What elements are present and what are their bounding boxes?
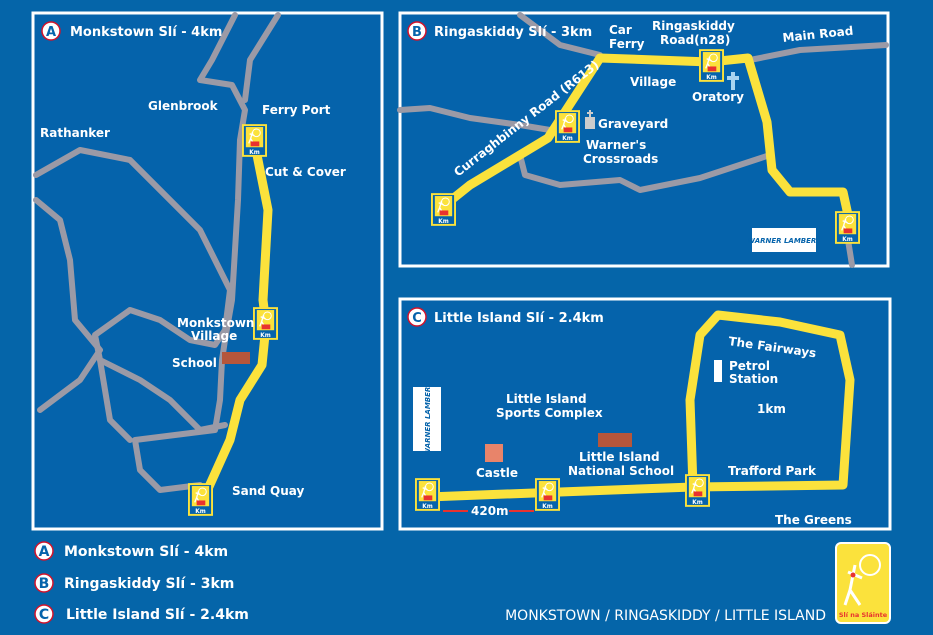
label-ringaskiddy-road: Road(n28) bbox=[660, 33, 730, 47]
label-420m: 420m bbox=[471, 504, 509, 518]
km-marker bbox=[835, 211, 860, 244]
route-a bbox=[198, 149, 273, 502]
legend-item: Ringaskiddy Slí - 3km bbox=[64, 576, 234, 592]
legend-item: Little Island Slí - 2.4km bbox=[66, 607, 249, 623]
castle-icon bbox=[485, 444, 503, 462]
panel-title: Ringaskiddy Slí - 3km bbox=[434, 25, 592, 40]
label-rathanker: Rathanker bbox=[40, 126, 110, 140]
legend-badge bbox=[34, 541, 54, 561]
panel-title: Little Island Slí - 2.4km bbox=[434, 311, 604, 326]
label-warners-crossroads: Warner's bbox=[586, 138, 646, 152]
label-sports-complex: Sports Complex bbox=[496, 406, 603, 420]
legend-badge bbox=[34, 604, 54, 624]
km-marker bbox=[253, 307, 278, 340]
label-monkstown-village: Village bbox=[191, 329, 237, 343]
sponsor-text: WARNER LAMBERT bbox=[747, 237, 822, 245]
km-marker bbox=[555, 110, 580, 143]
legend-letter: A bbox=[39, 544, 50, 560]
road bbox=[845, 237, 855, 268]
label-warners-crossroads: Crossroads bbox=[583, 152, 658, 166]
label-national-school: National School bbox=[568, 464, 674, 478]
label-oratory: Oratory bbox=[692, 90, 744, 104]
label-ringaskiddy-road: Ringaskiddy bbox=[652, 19, 735, 33]
label-glenbrook: Glenbrook bbox=[148, 99, 219, 113]
label-1km: 1km bbox=[757, 402, 786, 416]
label-sports-complex: Little Island bbox=[506, 392, 587, 406]
km-marker bbox=[188, 483, 213, 516]
road bbox=[747, 42, 889, 63]
panel-little-island: WARNER LAMBERT C Little Island Slí - 2.4… bbox=[398, 297, 892, 531]
label-castle: Castle bbox=[476, 466, 518, 480]
legend-badge bbox=[34, 573, 54, 593]
road bbox=[517, 12, 603, 58]
school-icon bbox=[222, 352, 250, 364]
school-icon bbox=[598, 433, 632, 447]
label-car-ferry: Car bbox=[609, 23, 632, 37]
label-cut-cover: Cut & Cover bbox=[265, 165, 346, 179]
logo-text: Slí na Sláinte bbox=[839, 611, 888, 619]
road bbox=[97, 357, 133, 443]
label-the-greens: The Greens bbox=[775, 513, 852, 527]
km-marker bbox=[535, 478, 560, 511]
badge-letter: A bbox=[46, 25, 56, 40]
km-marker bbox=[415, 478, 440, 511]
route-b bbox=[442, 53, 853, 216]
warner-lambert-logo bbox=[752, 228, 816, 252]
route-c bbox=[427, 310, 855, 502]
label-petrol-station: Station bbox=[729, 372, 778, 386]
panel-ringaskiddy: WARNER LAMBERT B Ringaskiddy Slí - 3km C… bbox=[397, 11, 890, 268]
road bbox=[33, 197, 103, 413]
label-village: Village bbox=[630, 75, 676, 89]
label-monkstown-village: Monkstown bbox=[177, 316, 254, 330]
badge-a bbox=[41, 21, 61, 41]
panel-title: Monkstown Slí - 4km bbox=[70, 25, 222, 40]
km-marker bbox=[685, 474, 710, 507]
label-trafford-park: Trafford Park bbox=[728, 464, 817, 478]
badge-c bbox=[407, 307, 427, 327]
sli-na-slainte-logo: Slí na Sláinte bbox=[835, 542, 891, 624]
label-school: School bbox=[172, 356, 217, 370]
sponsor-text: WARNER LAMBERT bbox=[424, 381, 432, 456]
warner-lambert-logo bbox=[413, 387, 441, 451]
legend-item: Monkstown Slí - 4km bbox=[64, 544, 228, 560]
badge-letter: B bbox=[412, 25, 422, 40]
label-ferry-port: Ferry Port bbox=[262, 103, 331, 117]
road bbox=[517, 152, 773, 193]
km-marker bbox=[699, 49, 724, 82]
panel-monkstown: A Monkstown Slí - 4km Glenbrook Ferry Po… bbox=[31, 11, 384, 531]
road bbox=[397, 105, 553, 133]
badge-b bbox=[407, 21, 427, 41]
label-petrol-station: Petrol bbox=[729, 359, 770, 373]
label-national-school: Little Island bbox=[579, 450, 660, 464]
road bbox=[33, 147, 233, 433]
road bbox=[242, 12, 281, 103]
petrol-icon bbox=[714, 360, 722, 382]
legend-letter: C bbox=[39, 607, 49, 623]
label-graveyard: Graveyard bbox=[598, 117, 668, 131]
graveyard-icon bbox=[585, 110, 595, 129]
label-car-ferry: Ferry bbox=[609, 37, 645, 51]
km-marker bbox=[431, 193, 456, 226]
label-sand-quay: Sand Quay bbox=[232, 484, 305, 498]
oratory-cross-icon bbox=[727, 72, 739, 90]
km-marker bbox=[242, 124, 267, 157]
badge-letter: C bbox=[412, 311, 422, 326]
footer-title: MONKSTOWN / RINGASKIDDY / LITTLE ISLAND bbox=[505, 608, 826, 624]
legend-letter: B bbox=[39, 576, 50, 592]
legend: A Monkstown Slí - 4km B Ringaskiddy Slí … bbox=[34, 541, 249, 624]
